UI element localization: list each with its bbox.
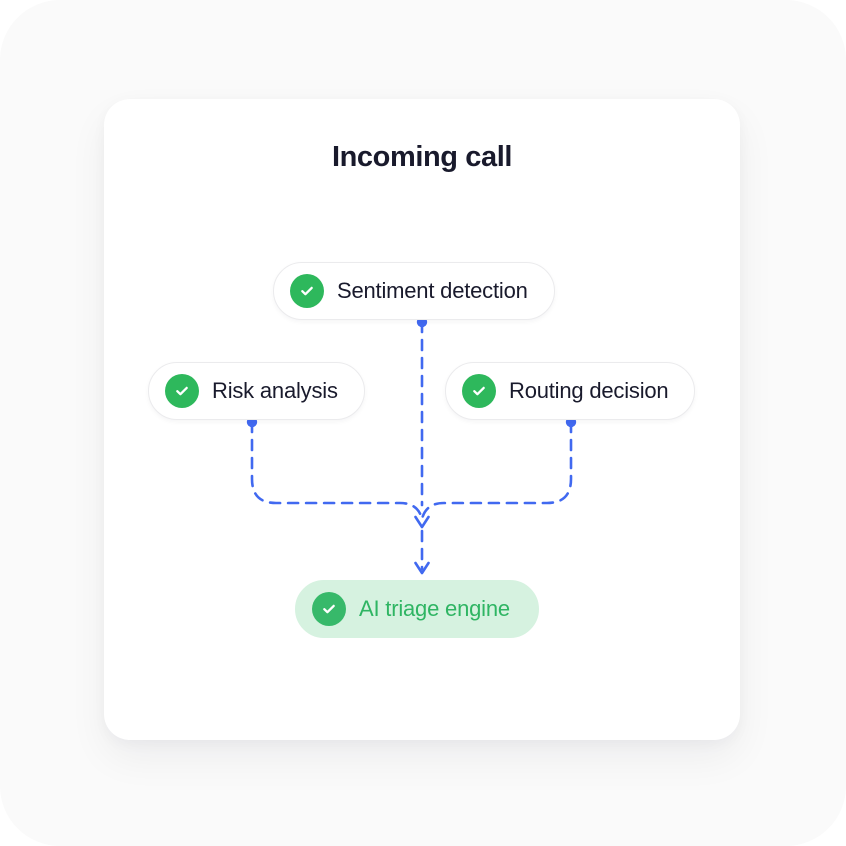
check-circle-icon bbox=[165, 374, 199, 408]
incoming-call-card: Incoming call bbox=[104, 99, 740, 740]
node-label: Sentiment detection bbox=[337, 278, 528, 303]
node-ai-triage-engine[interactable]: AI triage engine bbox=[295, 580, 539, 638]
connector-risk bbox=[250, 420, 424, 521]
node-sentiment-detection[interactable]: Sentiment detection bbox=[273, 262, 555, 320]
arrowhead-triage bbox=[414, 561, 430, 575]
node-label: Risk analysis bbox=[212, 378, 338, 403]
node-label: AI triage engine bbox=[359, 596, 510, 621]
arrowhead-converge bbox=[414, 515, 430, 529]
connector-routing bbox=[420, 420, 573, 521]
node-routing-decision[interactable]: Routing decision bbox=[445, 362, 696, 420]
node-risk-analysis[interactable]: Risk analysis bbox=[148, 362, 365, 420]
check-circle-icon bbox=[462, 374, 496, 408]
check-circle-icon bbox=[312, 592, 346, 626]
page-title: Incoming call bbox=[331, 141, 513, 173]
node-label: Routing decision bbox=[509, 378, 669, 403]
check-circle-icon bbox=[290, 274, 324, 308]
